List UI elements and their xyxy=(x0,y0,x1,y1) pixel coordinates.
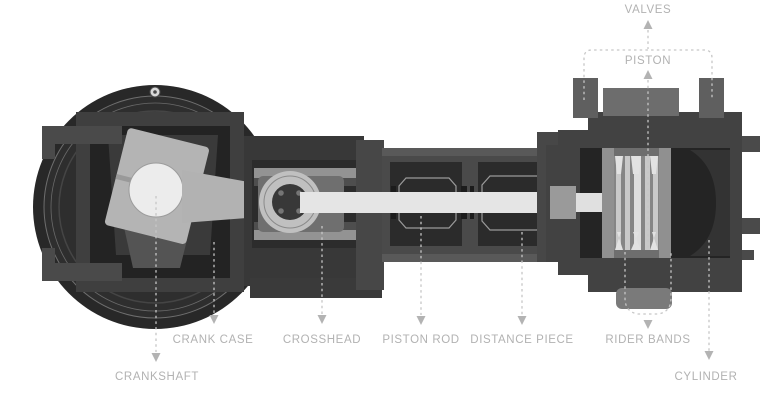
label-crankshaft: CRANKSHAFT xyxy=(115,371,199,383)
arrow-down-icon xyxy=(416,316,426,325)
label-distance-piece: DISTANCE PIECE xyxy=(470,334,574,346)
arrow-down-icon xyxy=(643,320,653,329)
label-cylinder: CYLINDER xyxy=(674,371,738,383)
arrow-down-icon xyxy=(151,353,161,362)
arrow-down-icon xyxy=(517,316,527,325)
label-crosshead: CROSSHEAD xyxy=(282,334,362,346)
arrow-down-icon xyxy=(209,315,219,324)
leader-lines xyxy=(155,30,713,352)
valves-leader-line xyxy=(583,49,713,100)
leader-arrows xyxy=(151,20,714,362)
valve-post-left xyxy=(573,78,598,118)
rider-bands-drawing xyxy=(616,156,658,250)
label-piston: PISTON xyxy=(624,55,672,67)
rider-bands-leader-bracket xyxy=(624,252,672,315)
label-valves: VALVES xyxy=(624,4,672,16)
piston-drawing xyxy=(602,148,671,258)
arrow-up-icon xyxy=(643,70,653,79)
crosshead-drawing xyxy=(244,136,384,298)
arrow-down-icon xyxy=(704,351,714,360)
arrow-up-icon xyxy=(643,20,653,29)
label-rider-bands: RIDER BANDS xyxy=(605,334,691,346)
arrow-down-icon xyxy=(317,315,327,324)
label-piston-rod: PISTON ROD xyxy=(382,334,460,346)
mounting-lugs xyxy=(42,126,122,281)
label-crank-case: CRANK CASE xyxy=(172,334,254,346)
